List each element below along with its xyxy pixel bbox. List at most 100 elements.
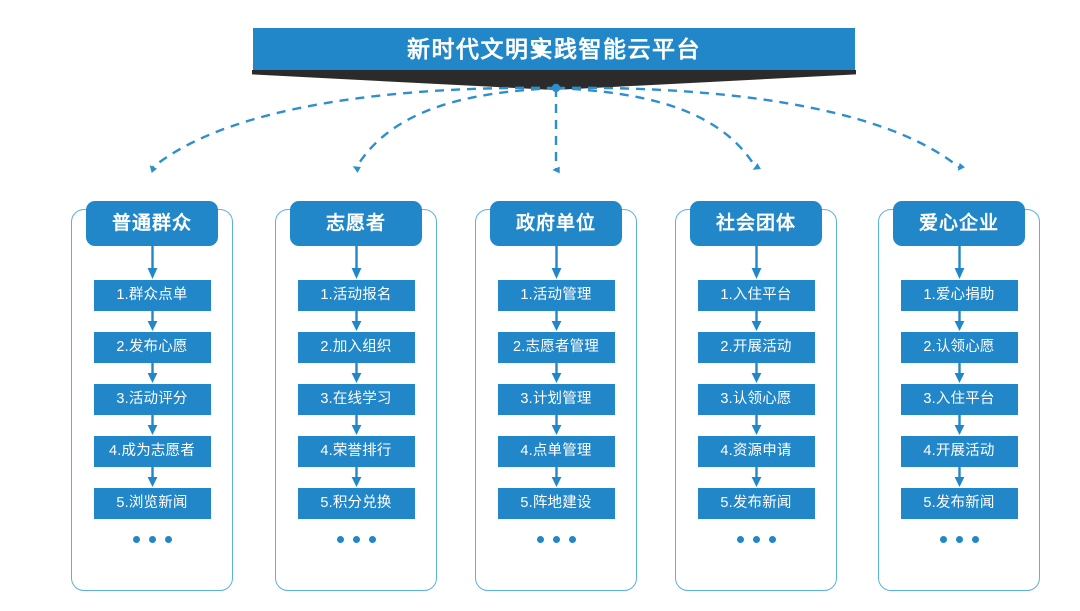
column-2: 志愿者 1.活动报名 2.加入组织: [275, 201, 437, 591]
column-5: 爱心企业 1.爱心捐助 2.认领心愿: [878, 201, 1040, 591]
item-label: 1.活动管理: [520, 287, 592, 304]
flow-arrow-down-icon: [751, 415, 761, 435]
flow-arrow-down-icon: [147, 363, 157, 383]
column-2-item-1[interactable]: 1.活动报名: [297, 280, 415, 311]
item-label: 1.活动报名: [320, 287, 392, 304]
item-label: 3.在线学习: [320, 391, 392, 408]
item-label: 3.认领心愿: [720, 391, 792, 408]
item-label: 4.成为志愿者: [109, 443, 195, 460]
column-2-item-5[interactable]: 5.积分兑换: [297, 488, 415, 519]
dot-icon: [752, 536, 760, 543]
column-5-more-indicator: [939, 536, 979, 543]
column-1-item-1[interactable]: 1.群众点单: [93, 280, 211, 311]
flow-arrow-down-icon: [751, 311, 761, 331]
dot-icon: [536, 536, 544, 543]
column-1-title: 普通群众: [111, 213, 192, 234]
dot-icon: [736, 536, 744, 543]
flow-arrow-down-icon: [751, 363, 761, 383]
column-3-item-1[interactable]: 1.活动管理: [497, 280, 615, 311]
column-2-more-indicator: [336, 536, 376, 543]
column-4-item-3[interactable]: 3.认领心愿: [697, 384, 815, 415]
item-label: 3.活动评分: [116, 391, 188, 408]
flow-arrow-down-icon: [551, 363, 561, 383]
item-label: 5.阵地建设: [520, 495, 592, 512]
column-1-item-2[interactable]: 2.发布心愿: [93, 332, 211, 363]
column-2-item-4[interactable]: 4.荣誉排行: [297, 436, 415, 467]
column-4-item-2[interactable]: 2.开展活动: [697, 332, 815, 363]
flow-arrow-down-icon: [954, 311, 964, 331]
flow-arrow-down-icon: [351, 311, 361, 331]
flow-arrow-down-icon: [954, 246, 964, 279]
item-label: 5.发布新闻: [923, 495, 995, 512]
item-label: 2.志愿者管理: [513, 339, 599, 356]
item-label: 5.发布新闻: [720, 495, 792, 512]
column-4-more-indicator: [736, 536, 776, 543]
column-5-item-2[interactable]: 2.认领心愿: [900, 332, 1018, 363]
dot-icon: [971, 536, 979, 543]
column-1-item-4[interactable]: 4.成为志愿者: [93, 436, 211, 467]
column-1-item-3[interactable]: 3.活动评分: [93, 384, 211, 415]
column-1-more-indicator: [132, 536, 172, 543]
column-2-item-2[interactable]: 2.加入组织: [297, 332, 415, 363]
flow-arrow-down-icon: [954, 415, 964, 435]
flow-arrow-down-icon: [751, 246, 761, 279]
column-3-more-indicator: [536, 536, 576, 543]
banner-bar: 新时代文明实践智能云平台: [253, 28, 855, 70]
item-label: 1.群众点单: [116, 287, 188, 304]
item-label: 5.浏览新闻: [116, 495, 188, 512]
dot-icon: [132, 536, 140, 543]
dot-icon: [164, 536, 172, 543]
item-label: 1.入住平台: [720, 287, 792, 304]
column-3-title: 政府单位: [515, 213, 596, 234]
item-label: 2.加入组织: [320, 339, 392, 356]
item-label: 2.开展活动: [720, 339, 792, 356]
flow-arrow-down-icon: [751, 467, 761, 487]
column-1-header[interactable]: 普通群众: [86, 201, 218, 246]
flow-arrow-down-icon: [551, 415, 561, 435]
dot-icon: [768, 536, 776, 543]
item-label: 4.荣誉排行: [320, 443, 392, 460]
column-5-item-5[interactable]: 5.发布新闻: [900, 488, 1018, 519]
column-3-item-4[interactable]: 4.点单管理: [497, 436, 615, 467]
column-4-header[interactable]: 社会团体: [690, 201, 822, 246]
page-title: 新时代文明实践智能云平台: [407, 35, 701, 62]
column-1: 普通群众 1.群众点单 2.发布心愿: [71, 201, 233, 591]
flow-arrow-down-icon: [351, 246, 361, 279]
dot-icon: [568, 536, 576, 543]
column-2-header[interactable]: 志愿者: [290, 201, 422, 246]
column-5-body: 1.爱心捐助 2.认领心愿 3.入住平台: [878, 246, 1040, 591]
column-3-item-3[interactable]: 3.计划管理: [497, 384, 615, 415]
dot-icon: [552, 536, 560, 543]
column-4-item-1[interactable]: 1.入住平台: [697, 280, 815, 311]
column-4: 社会团体 1.入住平台 2.开展活动: [675, 201, 837, 591]
column-3-body: 1.活动管理 2.志愿者管理 3.计划管理: [475, 246, 637, 591]
item-label: 4.资源申请: [720, 443, 792, 460]
column-2-item-3[interactable]: 3.在线学习: [297, 384, 415, 415]
flow-arrow-down-icon: [147, 415, 157, 435]
flow-arrow-down-icon: [351, 363, 361, 383]
dot-icon: [955, 536, 963, 543]
column-4-item-4[interactable]: 4.资源申请: [697, 436, 815, 467]
column-5-item-1[interactable]: 1.爱心捐助: [900, 280, 1018, 311]
column-4-title: 社会团体: [715, 213, 796, 234]
flow-arrow-down-icon: [147, 467, 157, 487]
column-2-title: 志愿者: [325, 213, 386, 234]
flow-arrow-down-icon: [351, 415, 361, 435]
column-1-body: 1.群众点单 2.发布心愿 3.活动评分: [71, 246, 233, 591]
item-label: 1.爱心捐助: [923, 287, 995, 304]
item-label: 2.发布心愿: [116, 339, 188, 356]
flow-arrow-down-icon: [551, 467, 561, 487]
column-5-header[interactable]: 爱心企业: [893, 201, 1025, 246]
column-5-title: 爱心企业: [918, 213, 999, 234]
column-1-item-5[interactable]: 5.浏览新闻: [93, 488, 211, 519]
column-3-item-2[interactable]: 2.志愿者管理: [497, 332, 615, 363]
dot-icon: [148, 536, 156, 543]
column-4-item-5[interactable]: 5.发布新闻: [697, 488, 815, 519]
column-5-item-4[interactable]: 4.开展活动: [900, 436, 1018, 467]
column-3-header[interactable]: 政府单位: [490, 201, 622, 246]
column-5-item-3[interactable]: 3.入住平台: [900, 384, 1018, 415]
flow-arrow-down-icon: [954, 363, 964, 383]
column-3-item-5[interactable]: 5.阵地建设: [497, 488, 615, 519]
column-2-body: 1.活动报名 2.加入组织 3.在线学习: [275, 246, 437, 591]
flow-arrow-down-icon: [551, 246, 561, 279]
